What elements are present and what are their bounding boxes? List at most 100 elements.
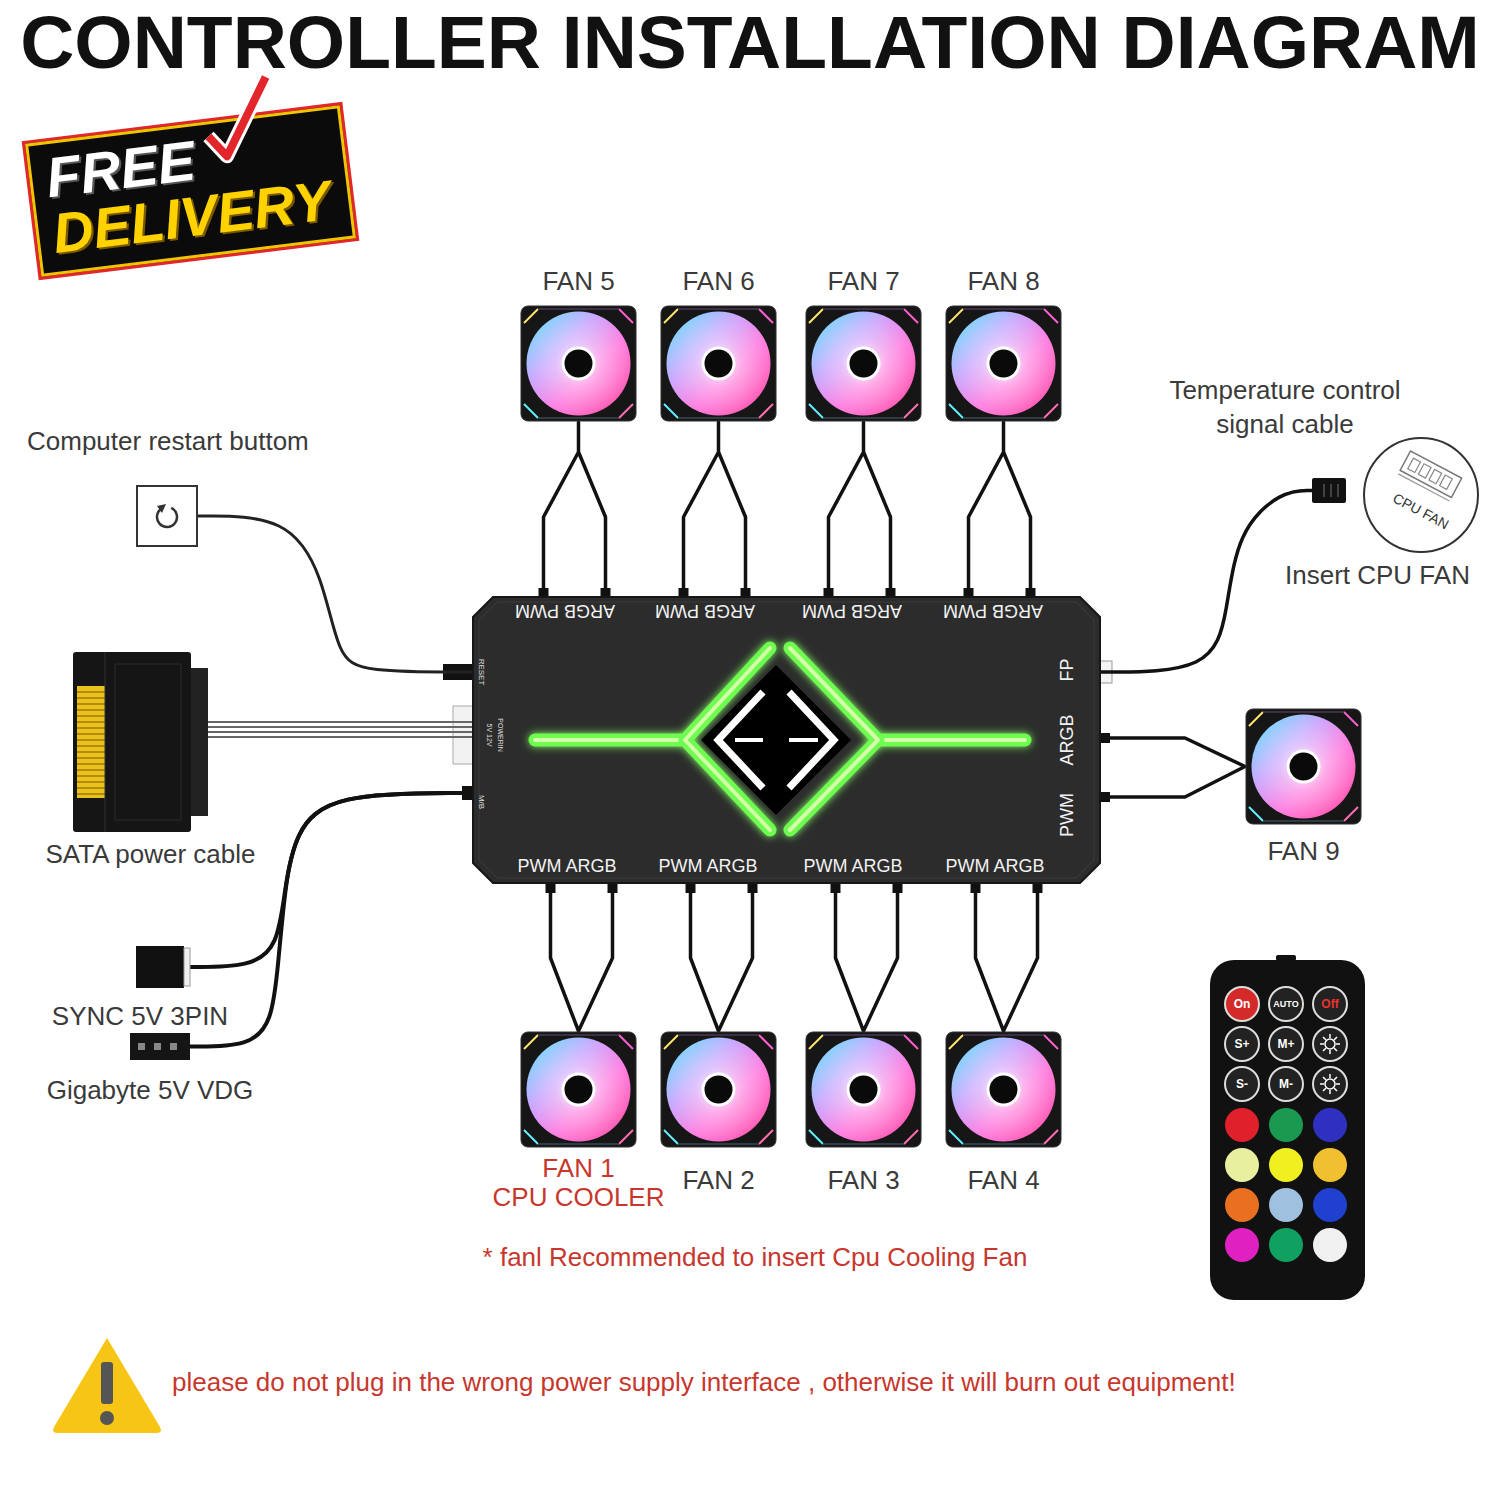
fan-frame	[521, 1032, 636, 1147]
fan-accent	[664, 404, 678, 418]
plug-slot	[1330, 484, 1332, 497]
sata-pin	[77, 745, 105, 747]
fan-accent	[904, 309, 918, 323]
rgb-fan: FAN 7	[805, 305, 922, 422]
header-pin	[1408, 458, 1421, 472]
cpufan-drawing	[1365, 439, 1477, 551]
fan-blades	[812, 1038, 916, 1142]
color-button	[1269, 1108, 1303, 1142]
rgb-fan: FAN 5	[520, 305, 637, 422]
port-label: M/B	[477, 795, 485, 809]
fan-hub	[1290, 753, 1318, 781]
fan-accent	[759, 1130, 773, 1144]
remote-key: S-	[1236, 1078, 1248, 1090]
port-label: PWM ARGB	[517, 857, 616, 875]
plug4-drawing	[1312, 478, 1346, 503]
fan-accent	[619, 309, 633, 323]
header-pin	[1429, 469, 1442, 483]
hub-body	[473, 597, 1100, 883]
fan-hub-rim	[562, 1073, 596, 1107]
rgb-fan: FAN 2	[660, 1031, 777, 1148]
color-button	[1269, 1148, 1303, 1182]
fan-accent	[619, 1130, 633, 1144]
port-label: ARGB	[1058, 714, 1076, 765]
fan-drawing	[520, 305, 637, 422]
port-label: ARGB PWM	[655, 602, 755, 620]
fan-accent	[678, 1034, 759, 1036]
sata-pin	[77, 721, 105, 723]
fan-frame	[661, 306, 776, 421]
plug-pin	[138, 1043, 145, 1050]
fan-hub-rim	[702, 347, 736, 381]
fan-blades	[952, 312, 1056, 416]
logo-bar	[535, 734, 685, 747]
warning-mark	[101, 1362, 113, 1404]
fan-blades	[527, 312, 631, 416]
node-label: Gigabyte 5V VDG	[47, 1076, 254, 1106]
fan-accent	[904, 1035, 918, 1049]
fan-hub-rim	[987, 1073, 1021, 1107]
color-button	[1269, 1188, 1303, 1222]
node-label: Computer restart buttom	[27, 427, 309, 457]
fan-accent	[963, 308, 1044, 310]
fan-accent	[1044, 1130, 1058, 1144]
node-label: FAN 3	[827, 1166, 899, 1196]
hub-logo	[535, 648, 1025, 830]
node-label: FAN 1 CPU COOLER	[490, 1154, 667, 1212]
callout-label: Insert CPU FAN	[1285, 561, 1470, 591]
fan-accent	[949, 1130, 963, 1144]
fan-blades	[812, 312, 916, 416]
fan-drawing	[945, 305, 1062, 422]
sata-drawing	[73, 652, 208, 832]
sata-tail	[191, 668, 208, 816]
port-label: PWM	[1058, 793, 1076, 837]
remote-button	[1269, 1027, 1303, 1061]
color-button	[1313, 1108, 1347, 1142]
sata-pin	[77, 733, 105, 735]
fan-accent	[823, 417, 904, 419]
fan-accent	[1263, 820, 1344, 822]
fan-frame	[1246, 709, 1361, 824]
giga-drawing	[130, 1033, 190, 1060]
logo-dash	[735, 738, 818, 742]
fan-glow	[812, 1038, 916, 1142]
node-label: FAN 9	[1267, 837, 1339, 867]
fan-glow	[667, 1038, 771, 1142]
remote-button	[1313, 1027, 1347, 1061]
fan-hub	[705, 1076, 733, 1104]
color-button	[1313, 1188, 1347, 1222]
remote-button	[1225, 1067, 1259, 1101]
fan-accent	[524, 1035, 538, 1049]
sata-pin	[77, 691, 105, 693]
fan-accent	[809, 1130, 823, 1144]
color-button	[1313, 1228, 1347, 1262]
fan-hub-rim	[847, 347, 881, 381]
fan-accent	[538, 308, 619, 310]
cable	[691, 883, 753, 1031]
fan-hub-rim	[702, 1073, 736, 1107]
plug-body	[136, 946, 184, 988]
fan-frame	[946, 306, 1061, 421]
fan-glow	[952, 312, 1056, 416]
fan-accent	[524, 404, 538, 418]
sata-connector: SATA power cable	[73, 652, 208, 832]
fan-accent	[1263, 711, 1344, 713]
fan-hub-rim	[562, 347, 596, 381]
cable	[969, 422, 1031, 597]
cable	[198, 516, 473, 672]
fan-drawing	[660, 305, 777, 422]
wrap-spacer	[644, 1154, 667, 1180]
fan-drawing	[520, 1031, 637, 1148]
fan-accent	[759, 1035, 773, 1049]
remote-button	[1313, 987, 1347, 1021]
node-label: FAN 2	[682, 1166, 754, 1196]
fan-accent	[963, 417, 1044, 419]
sata-pin	[77, 751, 105, 753]
logo-highlight	[878, 738, 1025, 742]
cable	[190, 793, 473, 967]
fan-accent	[949, 309, 963, 323]
sata-pin	[77, 793, 105, 795]
port-label: ARGB PWM	[515, 602, 615, 620]
